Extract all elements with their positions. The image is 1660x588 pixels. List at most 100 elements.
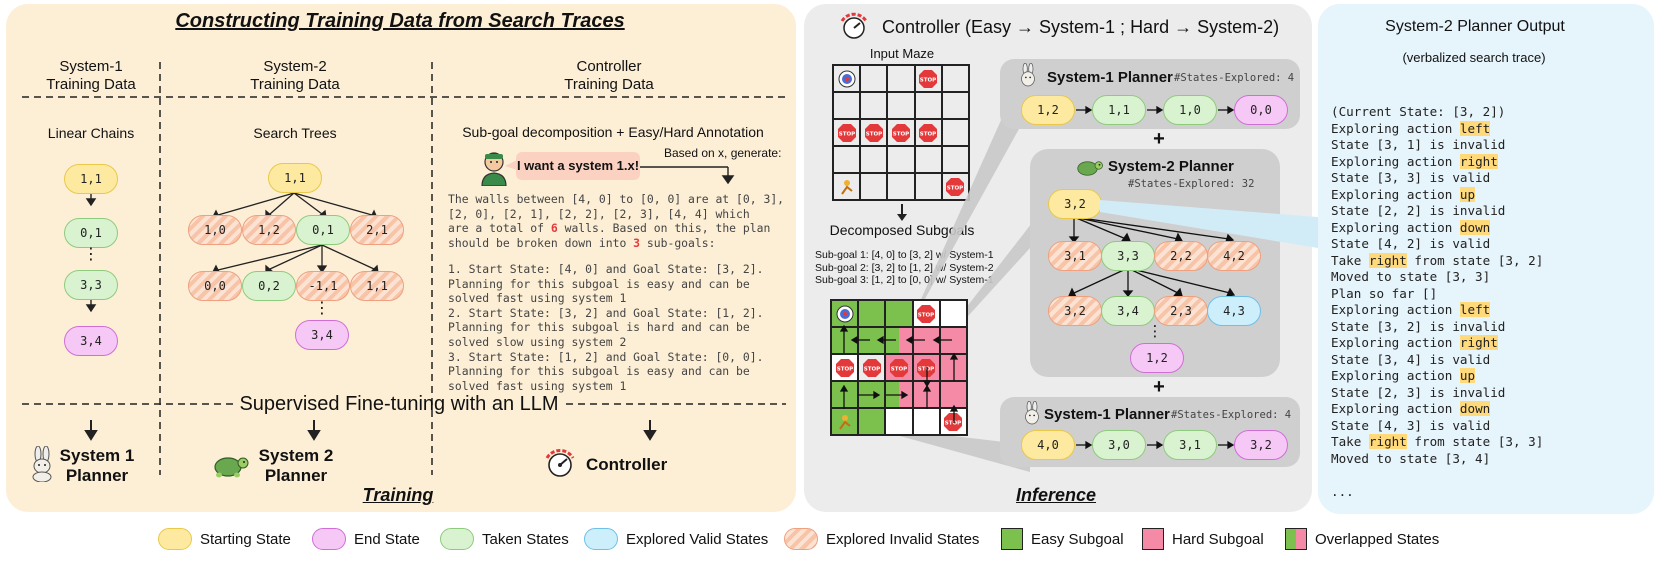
speech-bubble [516, 152, 640, 180]
trace-line: Exploring action left [1331, 120, 1491, 136]
maze-cell [939, 300, 967, 327]
maze-cell [887, 173, 915, 200]
sys1-bottom-node: 3,2 [1234, 430, 1288, 460]
walls-count: 6 [550, 221, 558, 236]
trace-line [1331, 467, 1543, 484]
maze-cell [833, 92, 861, 119]
agent-icon [831, 408, 859, 435]
svg-text:STOP: STOP [920, 77, 936, 83]
turtle-icon [210, 451, 250, 479]
maze-cell [941, 119, 969, 146]
tree-root-node: 1,1 [268, 163, 322, 193]
maze-cell [887, 146, 915, 173]
input-maze-label: Input Maze [869, 46, 935, 61]
chain-node: 3,3 [64, 270, 118, 300]
svg-text:STOP: STOP [864, 366, 880, 372]
action-highlight: right [1459, 335, 1498, 350]
maze-cell [833, 146, 861, 173]
action-highlight: left [1459, 302, 1491, 317]
system2-states: #States-Explored: 32 [1128, 178, 1255, 190]
subgoal-annotation-label: Sub-goal decomposition + Easy/Hard Annot… [462, 124, 764, 140]
tree-node-invalid: -1,1 [296, 271, 350, 301]
sys2-node-taken: 3,4 [1101, 296, 1155, 326]
trace-line: ... [1331, 483, 1354, 499]
rabbit-icon [1022, 400, 1042, 427]
action-highlight: right [1368, 434, 1407, 449]
output-subtitle: (verbalized search trace) [1402, 50, 1546, 65]
subgoal-2: Sub-goal 2: [3, 2] to [1, 2] w/ System-2 [815, 261, 994, 274]
legend-swatch [1142, 528, 1164, 550]
target-icon [833, 65, 861, 92]
stop-sign-icon: STOP [885, 354, 913, 381]
controller-icon [543, 448, 577, 478]
sys1-top-node: 0,0 [1234, 95, 1288, 125]
rabbit-icon [1018, 62, 1038, 89]
maze-path-arrows [839, 324, 959, 423]
maze-cell [912, 408, 940, 435]
maze-cell [860, 173, 888, 200]
sys2-node-invalid: 3,2 [1048, 296, 1102, 326]
maze-cell [914, 92, 942, 119]
legend-explored-valid: Explored Valid States [584, 527, 768, 551]
maze-cell [939, 327, 967, 354]
maze-cell [887, 65, 915, 92]
training-footer: Training [362, 485, 434, 505]
system2-title: System-2 Planner [1108, 158, 1234, 175]
controller-text: The walls between [4, 0] to [0, 0] are a… [448, 192, 785, 250]
trace-line: State [2, 3] is invalid [1331, 384, 1506, 400]
legend-explored-invalid: Explored Invalid States [784, 527, 979, 551]
sys2-node-invalid: 4,2 [1207, 241, 1261, 271]
legend-end-state: End State [312, 527, 420, 551]
action-highlight: right [1368, 252, 1407, 268]
sys2-root-node: 3,2 [1048, 189, 1102, 219]
trace-line: Exploring action down [1331, 401, 1491, 416]
subgoal-3: Sub-goal 3: [1, 2] to [0, 0] w/ System-1 [815, 274, 994, 286]
stop-sign-icon: STOP [914, 119, 942, 146]
legend-swatch [158, 528, 192, 550]
maze-cell [941, 146, 969, 173]
output-title: System-2 Planner Output [1385, 18, 1565, 35]
stop-sign-icon: STOP [887, 119, 915, 146]
plan-text: 1. Start State: [4, 0] and Goal State: [… [448, 262, 764, 393]
maze-cell [914, 146, 942, 173]
action-highlight: up [1459, 368, 1476, 383]
tree-node-invalid: 2,1 [350, 215, 404, 245]
trace-line: Plan so far [] [1331, 285, 1438, 301]
legend-overlapped-states: Overlapped States [1285, 527, 1439, 551]
rabbit-icon [28, 445, 56, 483]
maze-cell [941, 65, 969, 92]
turtle-icon [1074, 156, 1104, 178]
svg-text:STOP: STOP [866, 131, 882, 137]
subgoal-list: Sub-goal 1: [4, 0] to [3, 2] w/ System-1… [815, 249, 994, 287]
tree-node-invalid: 1,2 [242, 215, 296, 245]
plus-sign: + [1153, 128, 1165, 150]
legend-swatch [440, 528, 474, 550]
based-on-text: Based on x, generate: [664, 146, 782, 160]
user-avatar-icon [478, 150, 510, 187]
tree-node-invalid: 1,0 [188, 215, 242, 245]
tree-node-taken: 0,2 [242, 271, 296, 301]
svg-text:STOP: STOP [891, 366, 907, 372]
sys2-node-invalid: 2,2 [1154, 241, 1208, 271]
maze-cell [858, 408, 886, 435]
legend-easy-subgoal: Easy Subgoal [1001, 527, 1124, 551]
system1-bottom-states: #States-Explored: 4 [1171, 409, 1292, 421]
trace-line: State [3, 1] is invalid [1331, 137, 1506, 152]
sys1-bottom-node: 4,0 [1021, 430, 1075, 460]
training-panel [6, 4, 796, 512]
legend-swatch [584, 528, 618, 550]
system1-top-states: #States-Explored: 4 [1174, 72, 1295, 84]
tree-node-invalid: 1,1 [350, 271, 404, 301]
sys1-bottom-node: 3,0 [1092, 430, 1146, 460]
subgoal-count: 3 [633, 235, 641, 250]
sys2-node-invalid: 3,1 [1048, 241, 1102, 271]
speech-text: I want a system 1.x! [516, 158, 640, 173]
sys1-top-node: 1,0 [1163, 95, 1217, 125]
maze-cell [939, 381, 967, 408]
agent-icon [833, 173, 861, 200]
decomposed-subgoals-label: Decomposed Subgoals [829, 222, 975, 238]
maze-cell [860, 146, 888, 173]
search-trace: (Current State: [3, 2])Exploring action … [1331, 104, 1543, 500]
